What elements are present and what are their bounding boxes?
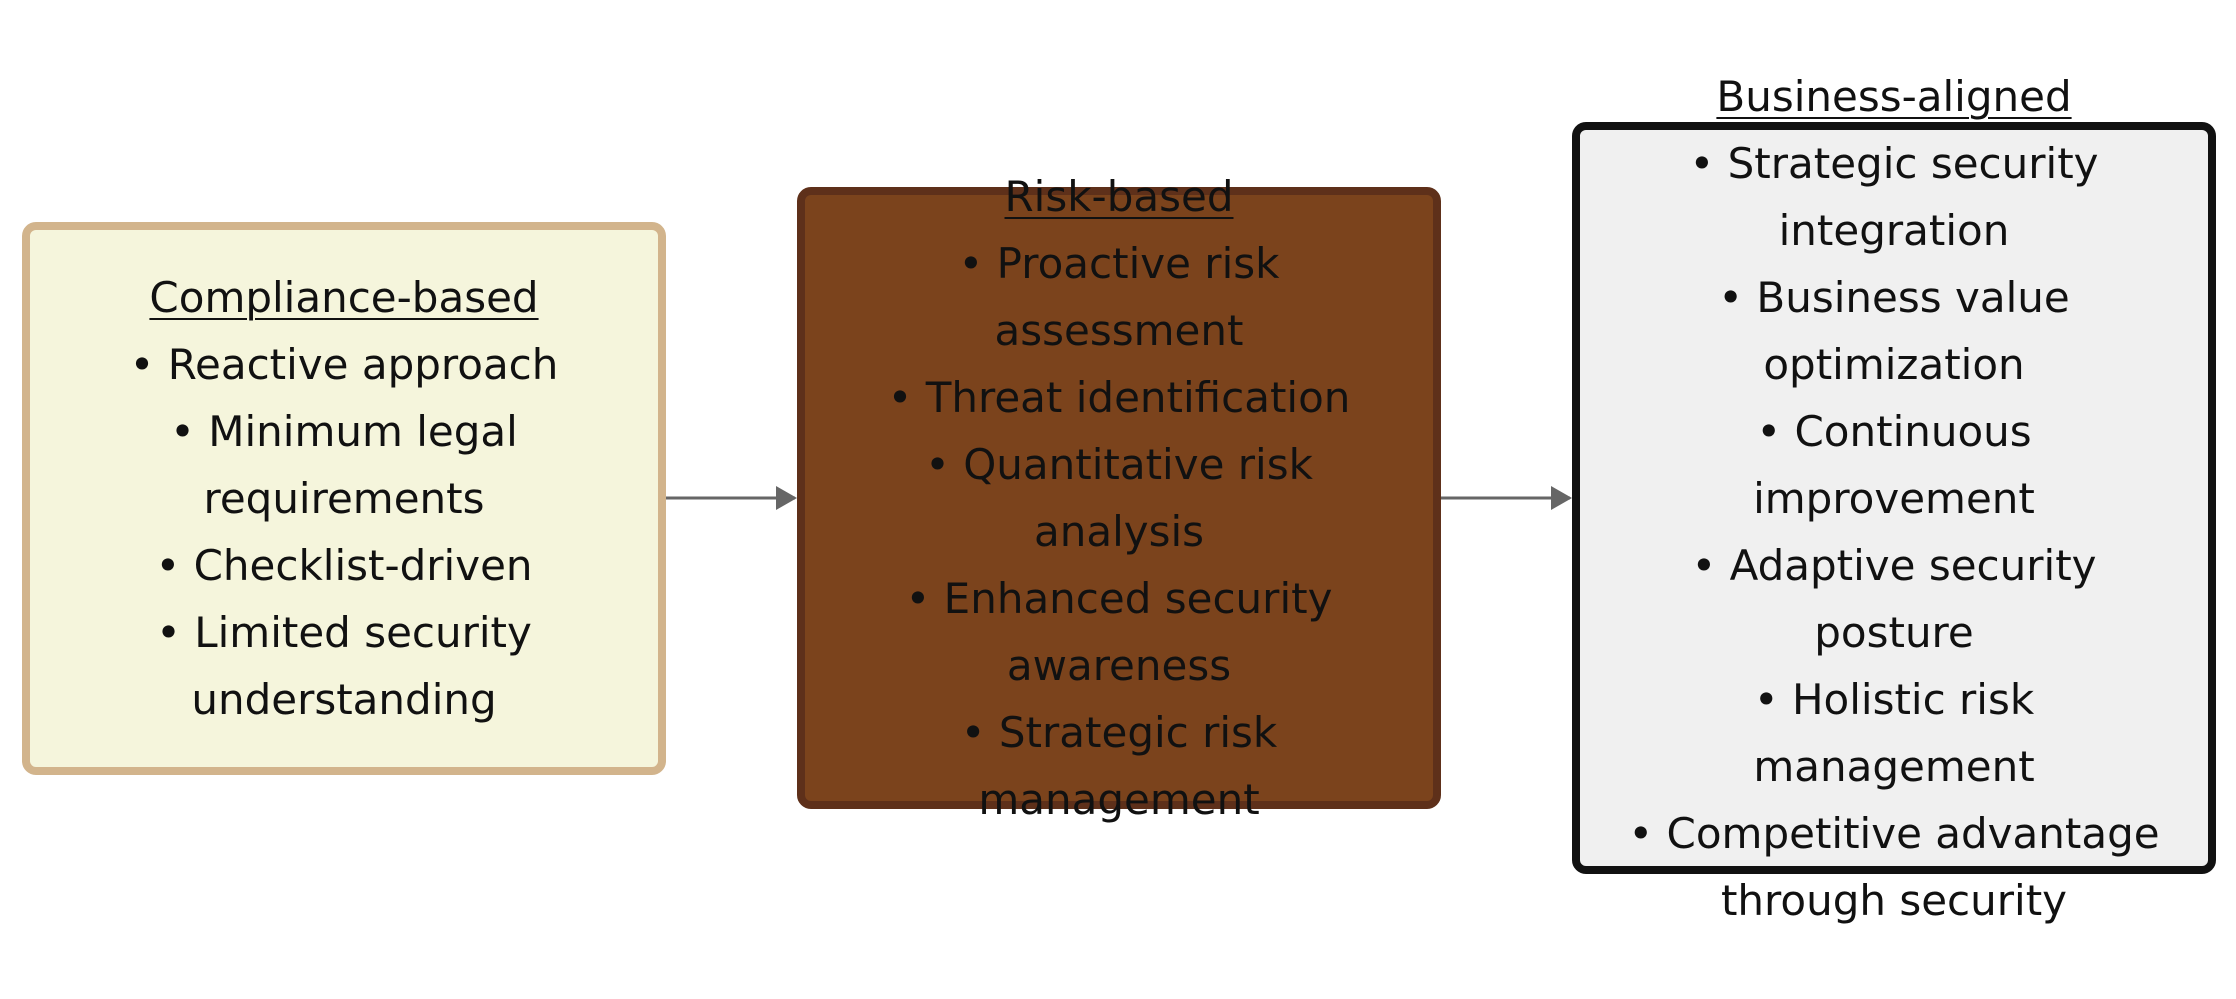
node-item-list: Proactive risk assessment Threat identif… — [835, 230, 1403, 833]
node-risk-based: Risk-based Proactive risk assessment Thr… — [797, 172, 1441, 824]
arrowhead-compliance-to-risk — [776, 486, 797, 510]
list-item: Proactive risk assessment — [835, 230, 1403, 364]
list-item: Quantitative risk analysis — [835, 431, 1403, 565]
node-business-aligned: Business-aligned Strategic security inte… — [1572, 72, 2216, 925]
list-item: Business value optimization — [1610, 264, 2178, 398]
list-item: Limited security understanding — [90, 599, 598, 733]
node-title: Compliance-based — [149, 273, 539, 322]
list-item: Continuous improvement — [1610, 398, 2178, 532]
node-title: Risk-based — [1004, 172, 1234, 221]
node-item-list: Strategic security integration Business … — [1610, 130, 2178, 934]
list-item: Threat identification — [835, 364, 1403, 431]
list-item: Adaptive security posture — [1610, 532, 2178, 666]
list-item: Minimum legal requirements — [90, 398, 598, 532]
list-item: Strategic risk management — [835, 699, 1403, 833]
list-item: Strategic security integration — [1610, 130, 2178, 264]
arrowhead-risk-to-business — [1551, 486, 1572, 510]
node-title: Business-aligned — [1716, 71, 2072, 121]
list-item: Competitive advantage through security — [1610, 800, 2178, 934]
list-item: Holistic risk management — [1610, 666, 2178, 800]
node-item-list: Reactive approach Minimum legal requirem… — [90, 331, 598, 733]
list-item: Checklist-driven — [90, 532, 598, 599]
list-item: Enhanced security awareness — [835, 565, 1403, 699]
node-compliance-based: Compliance-based Reactive approach Minim… — [22, 222, 666, 775]
list-item: Reactive approach — [90, 331, 598, 398]
